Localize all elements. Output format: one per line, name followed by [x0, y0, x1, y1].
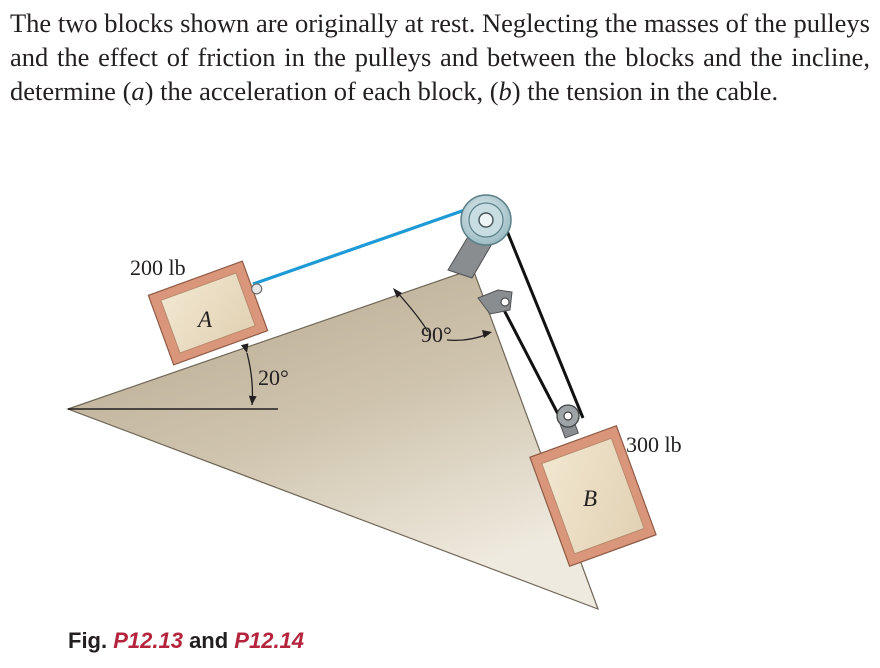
problem-text-part3: ) the tension in the cable.	[511, 76, 779, 106]
part-b-label: b	[498, 76, 512, 106]
problem-text-part1: The two blocks shown are originally at r…	[10, 8, 870, 106]
upper-pulley	[460, 194, 512, 246]
apex-angle-arrow-start	[393, 288, 402, 298]
block-b-weight: 300 lb	[626, 432, 682, 457]
block-a-letter: A	[196, 307, 213, 332]
block-b	[529, 424, 657, 568]
apex-angle-label: 90°	[421, 322, 452, 347]
anchor-pin	[500, 297, 510, 307]
caption-prefix: Fig.	[68, 628, 114, 653]
incline-angle-label: 20°	[258, 365, 289, 390]
block-b-letter: B	[583, 486, 597, 511]
block-b-pulley	[556, 404, 580, 439]
caption-ref-1: P12.13	[113, 628, 183, 653]
problem-text-part2: ) the acceleration of each block, (	[144, 76, 499, 106]
cable-b-outer	[503, 225, 585, 419]
part-a-label: a	[131, 76, 145, 106]
incline-wedge	[66, 268, 600, 611]
anchor-bracket	[477, 289, 513, 315]
block-a-weight: 200 lb	[130, 255, 186, 280]
caption-ref-2: P12.14	[234, 628, 305, 653]
block-a	[147, 260, 269, 366]
figure-caption: Fig. P12.13 and P12.14	[68, 628, 304, 654]
apex-angle-arrow-end	[482, 330, 492, 338]
incline-angle-arc	[240, 343, 257, 406]
cable-b-inner	[501, 307, 561, 417]
cable-to-block-a	[252, 202, 483, 286]
problem-statement: The two blocks shown are originally at r…	[10, 6, 870, 108]
caption-joiner: and	[182, 628, 235, 653]
